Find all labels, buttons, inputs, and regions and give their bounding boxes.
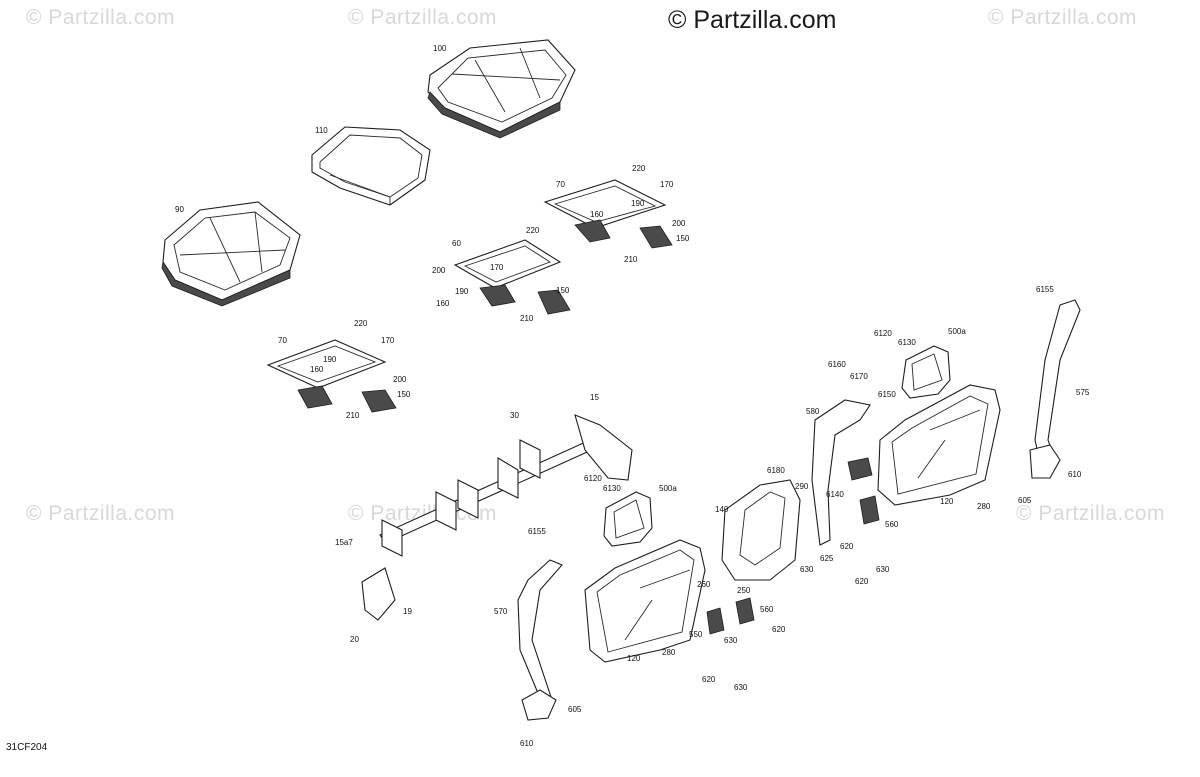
callout: 190 — [631, 199, 645, 208]
callout: 550 — [689, 630, 703, 639]
callout: 190 — [323, 355, 337, 364]
callout: 150 — [397, 390, 411, 399]
callout: 200 — [672, 219, 686, 228]
callout: 15 — [590, 393, 599, 402]
callout: 70 — [278, 336, 287, 345]
callout: 630 — [800, 565, 814, 574]
watermark: © Partzilla.com — [1016, 502, 1166, 525]
seat-cushion-90[interactable] — [161, 201, 301, 307]
callout: 220 — [354, 319, 368, 328]
callout: 570 — [494, 607, 508, 616]
callout: 620 — [840, 542, 854, 551]
callout: 605 — [1018, 496, 1032, 505]
back-rest-120-right[interactable] — [877, 384, 1001, 506]
callout: 6155 — [528, 527, 546, 536]
back-rest-140[interactable] — [721, 479, 801, 581]
callout: 160 — [436, 299, 450, 308]
diagram-code: 31CF204 — [6, 742, 48, 753]
callout: 220 — [632, 164, 646, 173]
callout: 210 — [520, 314, 534, 323]
callout: 260 — [697, 580, 711, 589]
callout: 6130 — [898, 338, 916, 347]
callout: 160 — [310, 365, 324, 374]
partzilla-copyright: © Partzilla.com — [668, 6, 837, 34]
callout: 610 — [520, 739, 534, 748]
callout: 200 — [432, 266, 446, 275]
callout-labels: 100 110 90 220 70 170 190 160 200 150 21… — [175, 44, 1090, 748]
callout: 630 — [734, 683, 748, 692]
callout: 190 — [455, 287, 469, 296]
callout: 500a — [659, 484, 677, 493]
callout: 60 — [452, 239, 461, 248]
watermark: © Partzilla.com — [26, 6, 176, 29]
callout: 150 — [676, 234, 690, 243]
buckle-550[interactable] — [706, 607, 725, 635]
callout: 605 — [568, 705, 582, 714]
callout: 30 — [510, 411, 519, 420]
callout: 630 — [724, 636, 738, 645]
callout: 6170 — [850, 372, 868, 381]
callout: 6150 — [878, 390, 896, 399]
callout: 210 — [624, 255, 638, 264]
seat-frame-70-upper[interactable] — [543, 179, 673, 249]
seat-frame-60[interactable] — [453, 239, 571, 315]
back-rest-120-left[interactable] — [584, 539, 706, 663]
seat-belt-575[interactable] — [1029, 299, 1081, 479]
seat-frame-70-lower[interactable] — [266, 339, 397, 413]
callout: 15a7 — [335, 538, 353, 547]
callout: 220 — [526, 226, 540, 235]
callout: 6120 — [874, 329, 892, 338]
callout: 280 — [662, 648, 676, 657]
seat-belt-570[interactable] — [517, 559, 563, 721]
watermark: © Partzilla.com — [348, 6, 498, 29]
buckle-560-left[interactable] — [735, 597, 755, 625]
callout: 280 — [977, 502, 991, 511]
callout: 170 — [381, 336, 395, 345]
callout: 90 — [175, 205, 184, 214]
callout: 560 — [885, 520, 899, 529]
callout: 500a — [948, 327, 966, 336]
seat-cushion-100[interactable] — [427, 39, 576, 139]
watermark: © Partzilla.com — [26, 502, 176, 525]
callout: 170 — [660, 180, 674, 189]
callout: 6140 — [826, 490, 844, 499]
support-bar-15[interactable] — [361, 414, 633, 621]
callout: 630 — [876, 565, 890, 574]
head-restraint-500a-right[interactable] — [901, 345, 951, 399]
callout: 110 — [315, 126, 328, 135]
callout: 20 — [350, 635, 359, 644]
callout: 6155 — [1036, 285, 1054, 294]
seat-belt-580[interactable] — [811, 399, 873, 546]
callout: 150 — [556, 286, 570, 295]
callout: 160 — [590, 210, 604, 219]
callout: 6120 — [584, 474, 602, 483]
callout: 100 — [433, 44, 447, 53]
callout: 6180 — [767, 466, 785, 475]
callout: 580 — [806, 407, 820, 416]
callout: 620 — [855, 577, 869, 586]
callout: 120 — [627, 654, 641, 663]
buckle-560-right[interactable] — [859, 495, 880, 525]
callout: 140 — [715, 505, 729, 514]
callout: 200 — [393, 375, 407, 384]
callout: 6160 — [828, 360, 846, 369]
callout: 620 — [702, 675, 716, 684]
callout: 170 — [490, 263, 504, 272]
callout: 120 — [940, 497, 954, 506]
head-restraint-500a-left[interactable] — [603, 491, 653, 547]
callout: 19 — [403, 607, 412, 616]
callout: 625 — [820, 554, 834, 563]
watermark: © Partzilla.com — [988, 6, 1138, 29]
callout: 610 — [1068, 470, 1082, 479]
callout: 575 — [1076, 388, 1090, 397]
callout: 560 — [760, 605, 774, 614]
callout: 250 — [737, 586, 751, 595]
callout: 70 — [556, 180, 565, 189]
callout: 210 — [346, 411, 360, 420]
callout: 620 — [772, 625, 786, 634]
callout: 290 — [795, 482, 809, 491]
callout: 6130 — [603, 484, 621, 493]
seat-cushion-110[interactable] — [311, 126, 431, 206]
